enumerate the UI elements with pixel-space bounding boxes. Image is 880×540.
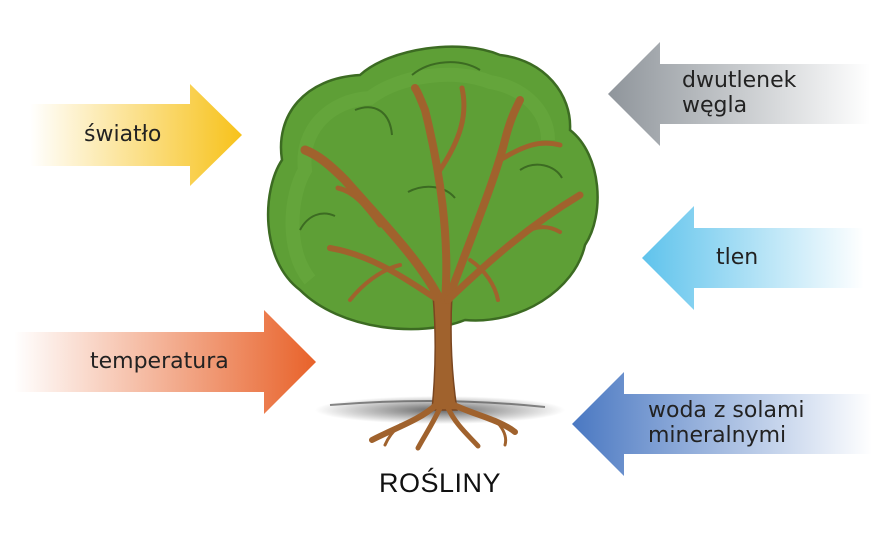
tree-roots — [369, 402, 518, 451]
arrow-label: woda z solami mineralnymi — [648, 398, 805, 448]
arrow-label: temperatura — [90, 349, 229, 374]
arrow-left-icon — [572, 372, 872, 476]
arrow-right-icon — [14, 310, 316, 414]
arrow-left-icon — [608, 42, 870, 146]
input-arrow-temperature: temperatura — [14, 310, 316, 414]
arrow-label: światło — [84, 122, 162, 147]
output-arrow-water: woda z solami mineralnymi — [572, 372, 872, 476]
arrow-right-icon — [30, 84, 242, 186]
output-arrow-oxygen: tlen — [642, 206, 864, 310]
arrow-label: tlen — [716, 245, 759, 270]
tree-branches — [300, 84, 584, 305]
diagram-title: ROŚLINY — [378, 468, 502, 498]
input-arrow-light: światło — [30, 84, 242, 186]
arrow-label: dwutlenek węgla — [682, 68, 797, 118]
arrow-left-icon — [642, 206, 864, 310]
output-arrow-co2: dwutlenek węgla — [608, 42, 870, 146]
